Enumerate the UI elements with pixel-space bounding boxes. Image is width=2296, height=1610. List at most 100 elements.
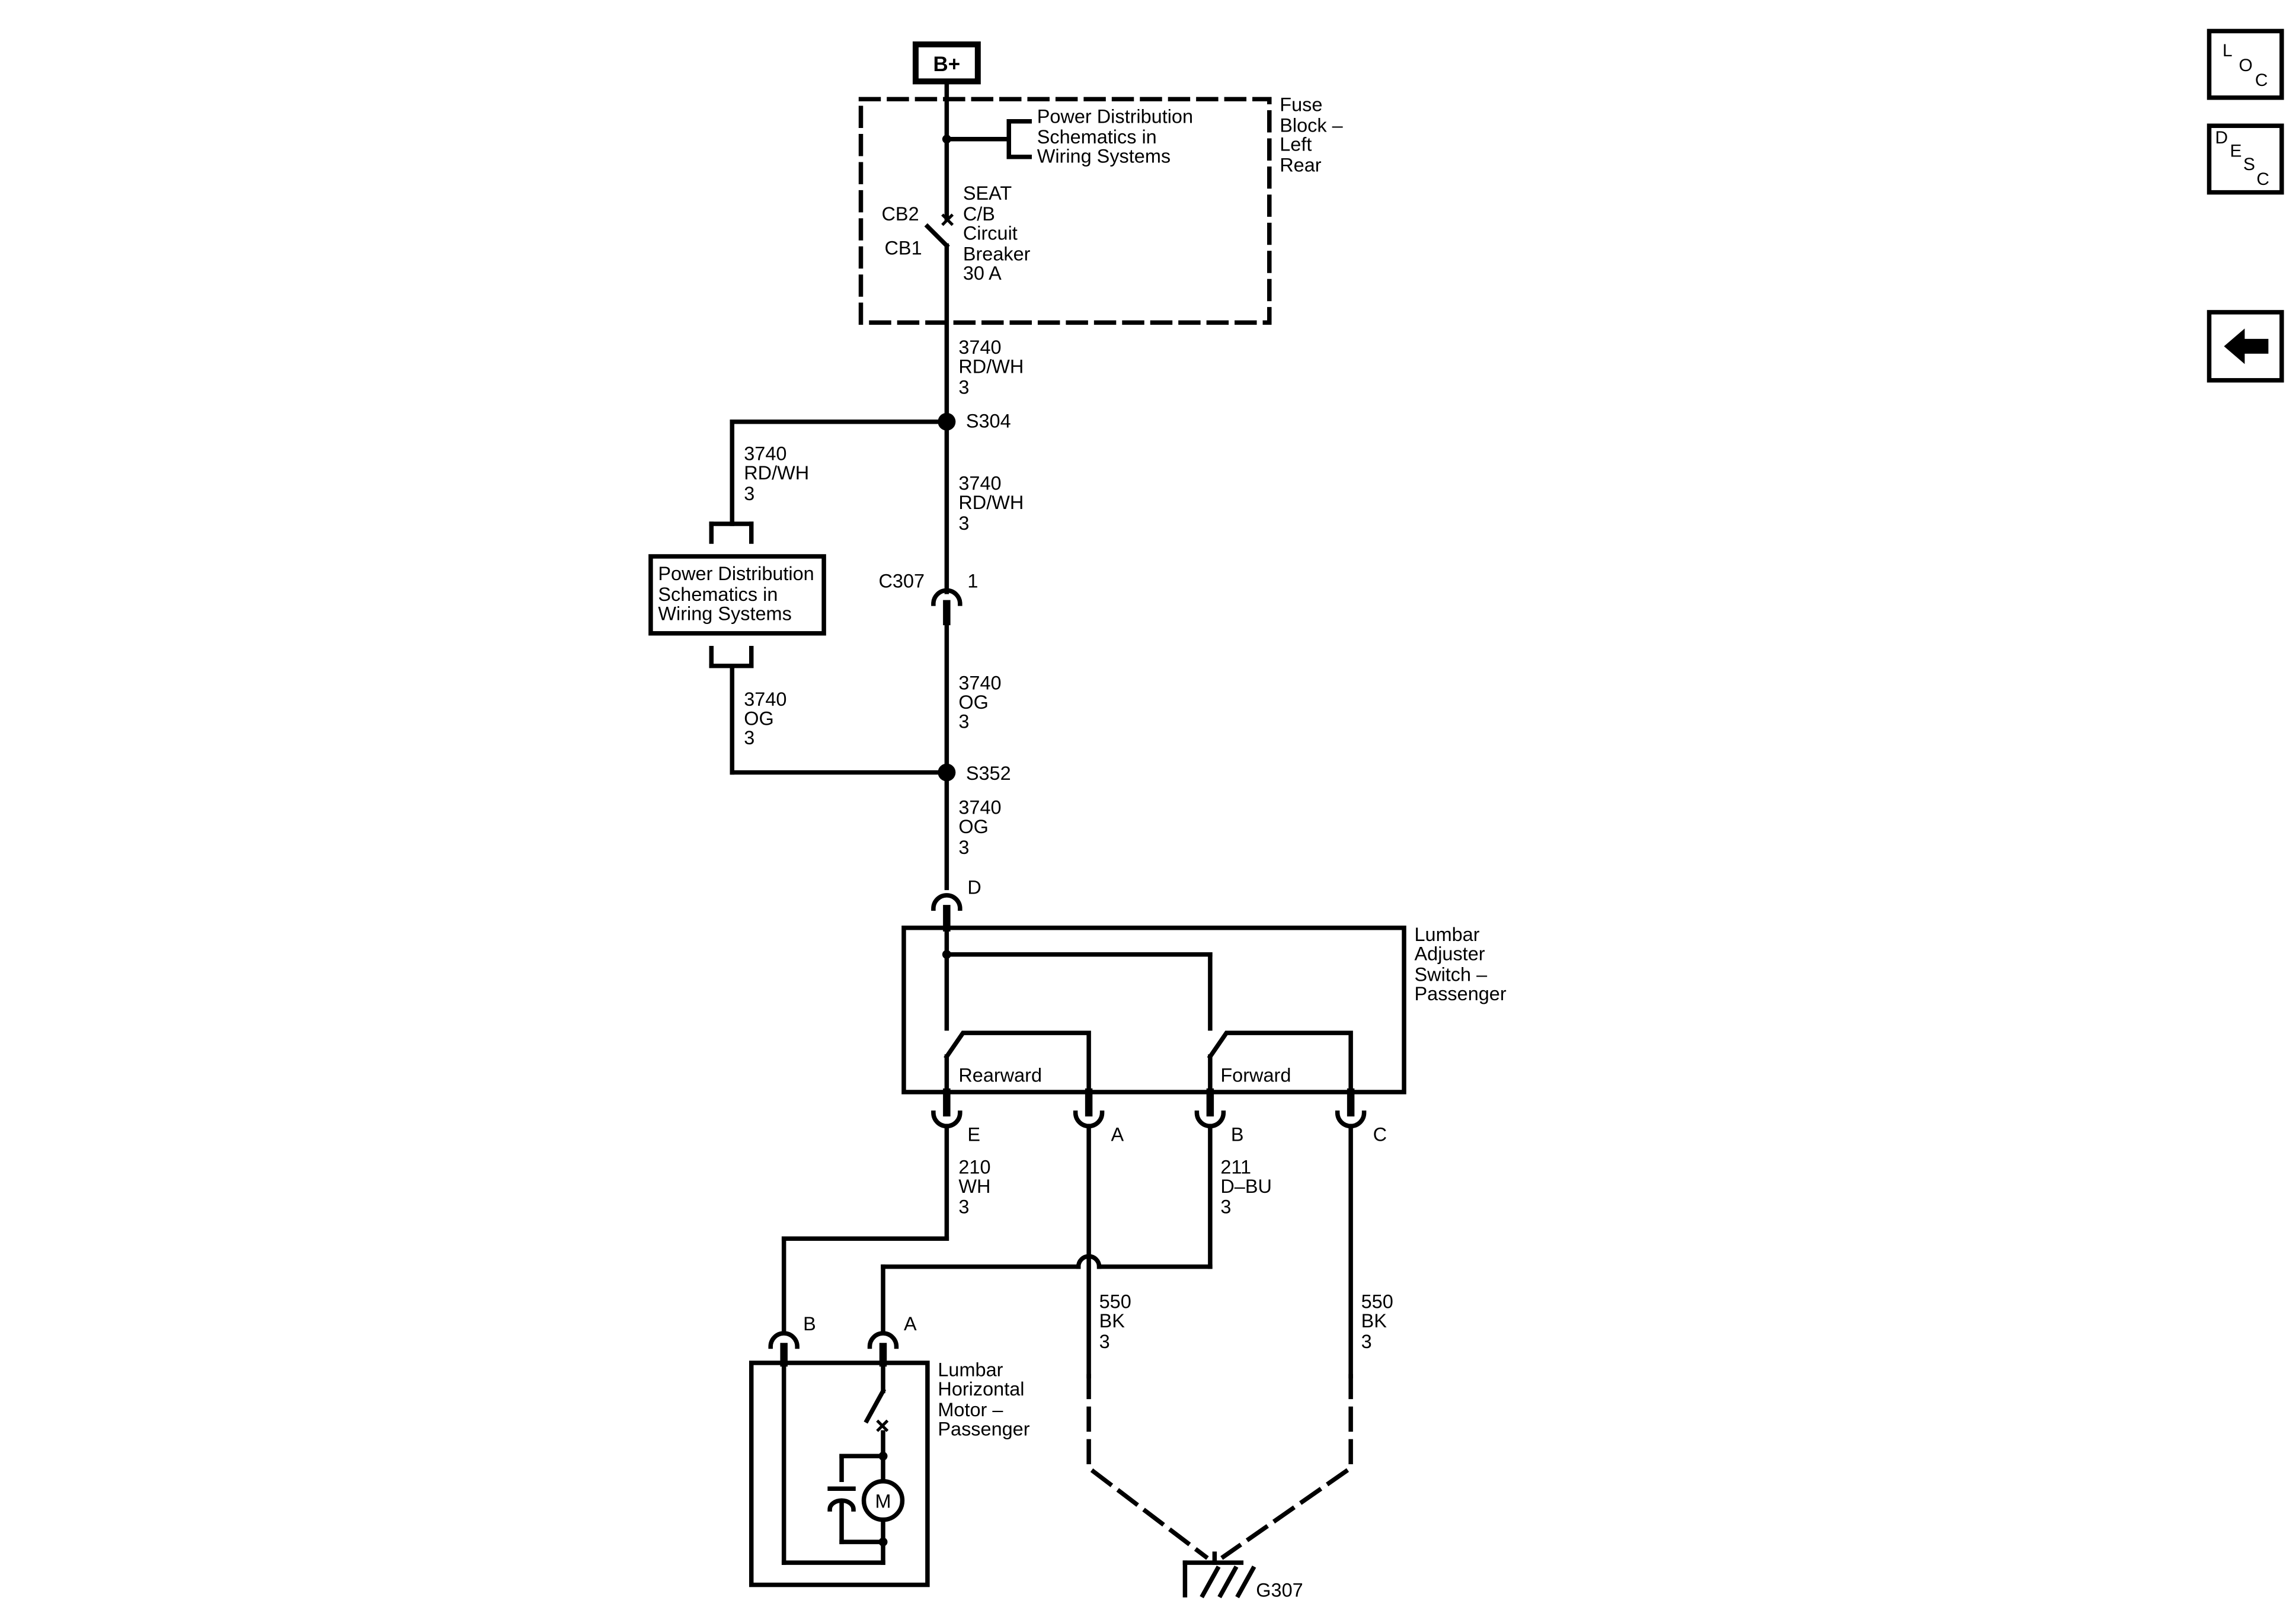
breaker-label-line: SEAT [963,183,1012,204]
pin-e-label: E [967,1124,980,1145]
back-button[interactable] [2209,312,2282,380]
wire-label: BK [1099,1310,1125,1331]
cb1-label: CB1 [884,238,922,259]
splice-s304-dot [938,412,956,431]
splice-s352-dot [938,763,956,782]
svg-text:3740 OG 3: 3740 OG 3 [958,796,1006,857]
wire-label: 3740 [744,689,786,710]
breaker-label-line: 30 A [963,263,1002,284]
splice-s352-label: S352 [966,763,1011,784]
fuse-block-outline [858,97,1272,325]
svg-text:3740 OG 3: 3740 OG 3 [744,689,792,748]
svg-text:Power Distribution Schemat: Power Distribution Schematics in Wiring … [1037,105,1198,167]
svg-text:210 WH 3: 210 WH 3 [958,1156,996,1217]
wire-label: OG [958,692,989,713]
wire-label: 210 [958,1156,990,1177]
wire-label: RD/WH [958,356,1024,377]
wire-label: WH [958,1176,990,1197]
wire-label: 3 [1220,1196,1231,1218]
desc-letter: E [2230,142,2241,161]
fuse-pd-ref-line: Wiring Systems [1037,146,1171,167]
wire-label: 3740 [958,473,1001,494]
pin-c-label: C [1373,1124,1387,1145]
pin-a-label: A [1111,1124,1124,1145]
breaker-label-line: Breaker [963,244,1031,265]
fuse-block-name-line: Fuse [1280,94,1322,115]
bplus-label: B+ [933,53,961,76]
wire-label: 211 [1220,1156,1251,1177]
wire-label: 3 [744,483,754,504]
pin-b-label: B [1231,1124,1244,1145]
motor-pin-b-connector [768,1331,800,1349]
svg-text:3740 RD/WH 3: 3740 RD/WH 3 [744,443,814,504]
rearward-contact [944,1030,1091,1094]
svg-text:Lumbar Horizontal Moto: Lumbar Horizontal Motor – Passenger [938,1359,1029,1439]
svg-text:3740 RD/WH 3: 3740 RD/WH 3 [958,473,1029,534]
fuse-block-name-line: Block – [1280,114,1343,136]
power-distribution-box [648,554,826,636]
rearward-label: Rearward [958,1064,1042,1086]
wire-label: D–BU [1220,1176,1272,1197]
desc-button[interactable]: D E S C [2209,126,2282,192]
circuit-breaker-symbol [924,223,950,249]
loc-letter: L [2223,41,2233,60]
motor-box [749,1361,930,1587]
svg-text:3740 RD/WH 3: 3740 RD/WH 3 [958,337,1029,398]
wire-label: 3740 [958,796,1001,818]
wire-label: 3 [958,837,969,858]
splice-s304-label: S304 [966,411,1011,432]
pin-d-connector [931,893,962,911]
pd-box-line: Power Distribution [658,563,814,584]
wire-label: 3 [1099,1331,1110,1352]
svg-text:211 D–BU 3: 211 D–BU 3 [1220,1156,1277,1217]
loc-button[interactable]: L O C [2209,31,2282,97]
wire-label: RD/WH [744,462,809,484]
fuse-pd-ref-line: Schematics in [1037,126,1157,148]
wire-label: 3 [958,376,969,398]
svg-text:550 BK 3: 550 BK 3 [1361,1291,1399,1352]
wire-label: 3 [744,727,754,748]
motor-pin-b-label: B [803,1313,816,1334]
breaker-label-line: Circuit [963,223,1018,244]
ground-g307-symbol [1182,1551,1256,1599]
switch-name-line: Adjuster [1415,943,1485,965]
wire-label: OG [744,708,773,729]
wire-label: BK [1361,1310,1387,1331]
wire-label: 3 [958,1196,969,1218]
wire-label: 3740 [958,337,1001,358]
motor-name-line: Motor – [938,1399,1003,1420]
pin-d-label: D [967,876,981,898]
cb2-label: CB2 [881,203,919,225]
motor-name-line: Lumbar [938,1359,1003,1380]
ground-wire-c [1220,1374,1353,1560]
forward-contact [1207,1030,1353,1094]
motor-pin-a-label: A [904,1313,917,1334]
fuse-pd-ref-line: Power Distribution [1037,105,1193,127]
forward-label: Forward [1220,1064,1291,1086]
motor-symbol-label: M [875,1491,891,1512]
svg-text:3740 OG 3: 3740 OG 3 [958,673,1006,732]
wire-label: 3 [958,513,969,534]
wire-label: 3740 [744,443,786,465]
ground-g307-label: G307 [1256,1580,1303,1601]
svg-text:550 BK 3: 550 BK 3 [1099,1291,1137,1352]
fuse-block-name-line: Left [1280,134,1312,155]
pd-box-line: Wiring Systems [658,603,791,624]
c307-connector [931,588,962,606]
breaker-label-line: C/B [963,203,995,225]
svg-text:SEAT C/B Circuit B: SEAT C/B Circuit Breaker 30 A [963,183,1036,284]
arrow-left-icon [2224,328,2269,364]
loc-letter: O [2239,56,2252,75]
motor-pin-a-connector [867,1331,899,1349]
svg-text:Power Distribution Schemat: Power Distribution Schematics in Wiring … [658,563,819,624]
svg-text:Lumbar Adjuster Switch: Lumbar Adjuster Switch – Passenger [1415,924,1507,1004]
c307-label: C307 [879,570,925,591]
switch-name-line: Switch – [1415,964,1488,985]
desc-letter: C [2256,169,2269,189]
motor-name-line: Passenger [938,1418,1029,1439]
ground-wire-a [1086,1374,1209,1560]
wire-label: 3 [958,711,969,732]
switch-name-line: Passenger [1415,983,1507,1004]
wire-label: 550 [1361,1291,1393,1313]
